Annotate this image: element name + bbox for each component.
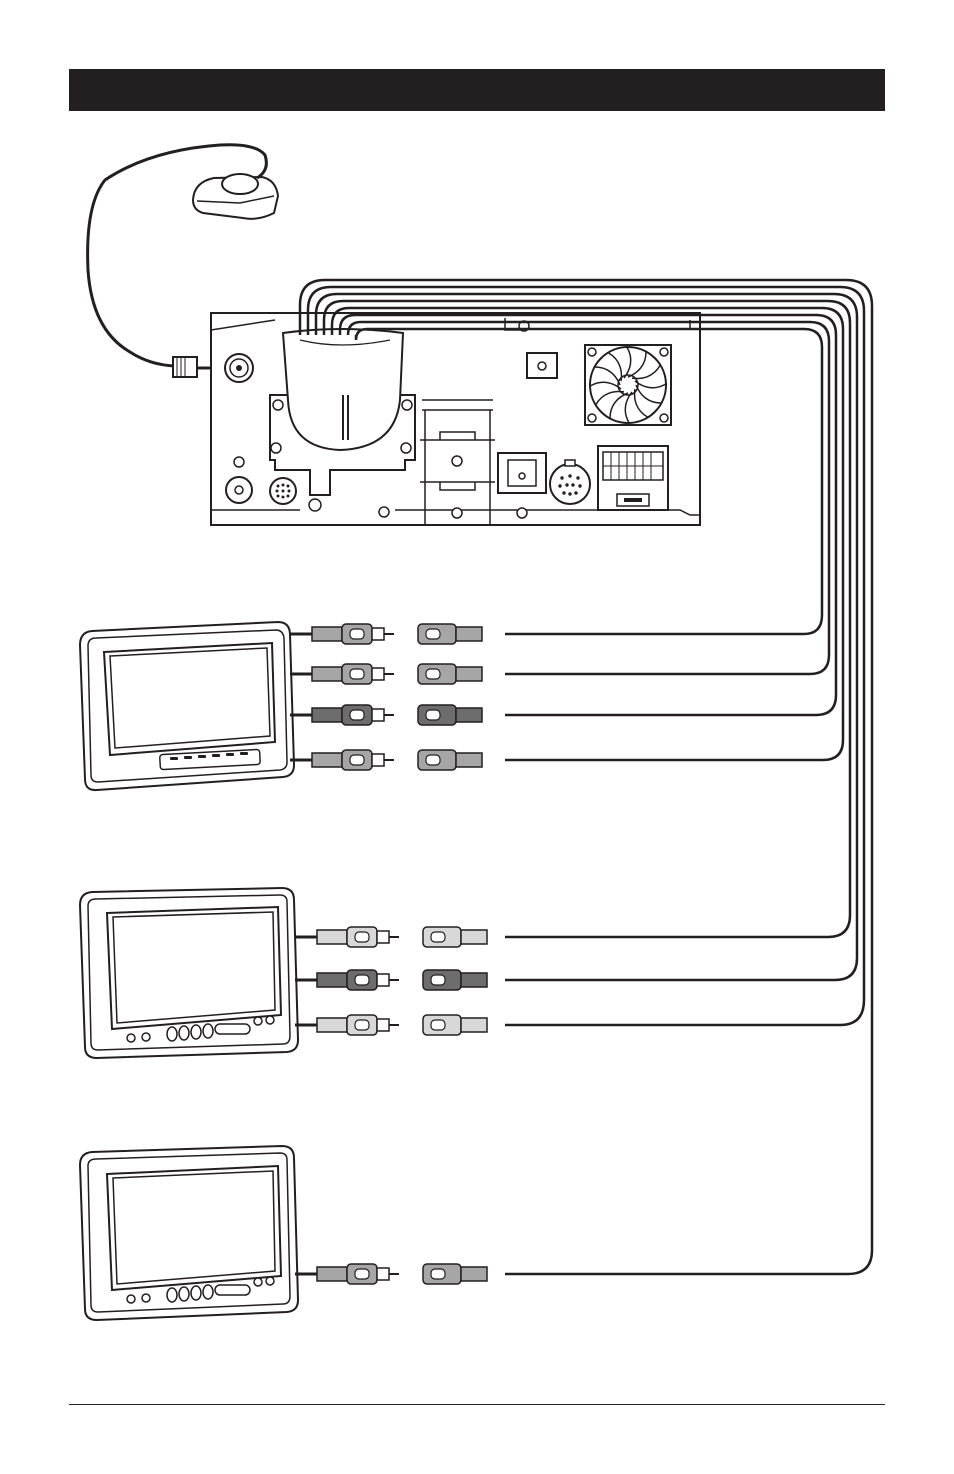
monitor-1-rca-pair-3 (290, 705, 482, 725)
footer-rule (69, 1404, 885, 1405)
rca-connectors (290, 624, 487, 1284)
monitor-2 (80, 888, 298, 1058)
monitor-1 (80, 622, 294, 790)
monitor-1-rca-pair-1 (290, 624, 482, 644)
monitor-2-rca-pair-1 (295, 927, 487, 947)
monitor-3 (80, 1146, 298, 1320)
monitor-1-rca-pair-2 (290, 664, 482, 684)
monitor-1-rca-pair-4 (290, 750, 482, 770)
monitor-3-rca-pair-1 (295, 1264, 487, 1284)
monitor-2-rca-pair-3 (295, 1015, 487, 1035)
monitor-2-rca-pair-2 (295, 970, 487, 990)
head-unit-rear-panel (211, 313, 700, 525)
